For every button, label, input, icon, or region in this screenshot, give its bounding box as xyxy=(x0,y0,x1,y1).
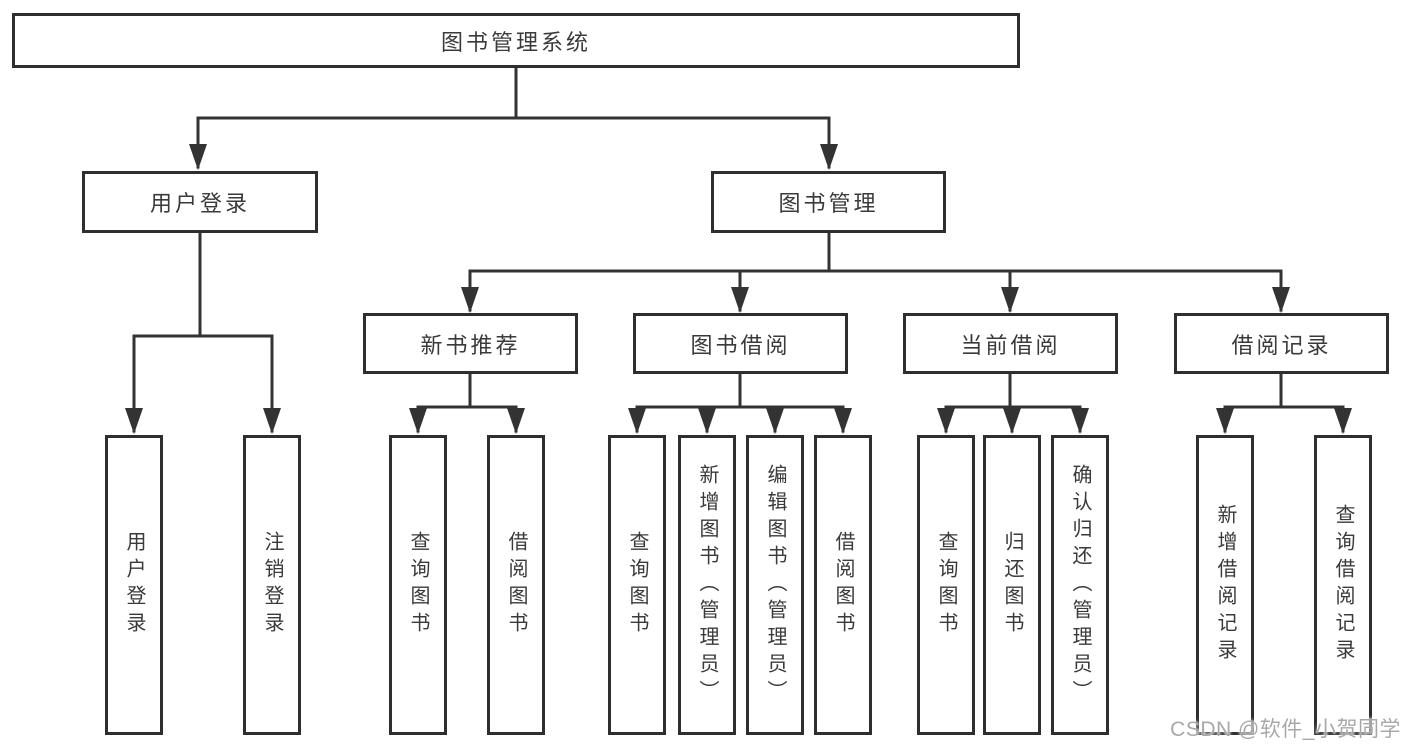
leaf-query-borrow-record: 查询借阅记录 xyxy=(1314,435,1372,735)
leaf-confirm-return-admin: 确认归还（管理员） xyxy=(1051,435,1109,735)
node-label: 查询借阅记录 xyxy=(1332,504,1354,666)
node-label: 注销登录 xyxy=(261,531,283,639)
node-label: 确认归还（管理员） xyxy=(1069,463,1091,707)
leaf-return-books: 归还图书 xyxy=(983,435,1041,735)
node-label: 借阅图书 xyxy=(505,531,527,639)
node-label: 图书管理系统 xyxy=(440,29,591,55)
leaf-add-books-admin: 新增图书（管理员） xyxy=(678,435,736,735)
leaf-edit-books-admin: 编辑图书（管理员） xyxy=(746,435,804,735)
node-current-borrowing: 当前借阅 xyxy=(903,313,1118,374)
node-label: 图书管理 xyxy=(778,191,879,216)
leaf-logout: 注销登录 xyxy=(243,435,301,735)
leaf-query-books-borrowing: 查询图书 xyxy=(608,435,666,735)
node-label: 新书推荐 xyxy=(420,332,521,358)
node-label: 借阅图书 xyxy=(832,531,854,639)
node-label: 当前借阅 xyxy=(960,332,1061,358)
node-new-book-recommendation: 新书推荐 xyxy=(363,313,578,374)
node-label: 编辑图书（管理员） xyxy=(764,463,786,707)
node-label: 图书借阅 xyxy=(690,332,791,358)
node-user-login: 用户登录 xyxy=(82,171,318,233)
node-label: 查询图书 xyxy=(935,531,957,639)
node-book-management: 图书管理 xyxy=(711,171,946,233)
node-borrowing-records: 借阅记录 xyxy=(1174,313,1389,374)
csdn-watermark: CSDN @软件_小贺同学 xyxy=(1170,718,1401,741)
node-label: 归还图书 xyxy=(1001,531,1023,639)
node-library-system: 图书管理系统 xyxy=(12,13,1020,68)
node-label: 新增图书（管理员） xyxy=(696,463,718,707)
node-label: 查询图书 xyxy=(626,531,648,639)
node-label: 借阅记录 xyxy=(1231,332,1332,358)
node-label: 用户登录 xyxy=(149,191,250,216)
leaf-add-borrow-record: 新增借阅记录 xyxy=(1196,435,1254,735)
node-label: 查询图书 xyxy=(407,531,429,639)
leaf-query-books-recommend: 查询图书 xyxy=(389,435,447,735)
leaf-borrow-books: 借阅图书 xyxy=(814,435,872,735)
node-label: 用户登录 xyxy=(123,531,145,639)
node-label: 新增借阅记录 xyxy=(1214,504,1236,666)
leaf-query-books-current: 查询图书 xyxy=(917,435,975,735)
leaf-borrow-books-recommend: 借阅图书 xyxy=(487,435,545,735)
node-book-borrowing: 图书借阅 xyxy=(633,313,848,374)
leaf-user-login: 用户登录 xyxy=(105,435,163,735)
